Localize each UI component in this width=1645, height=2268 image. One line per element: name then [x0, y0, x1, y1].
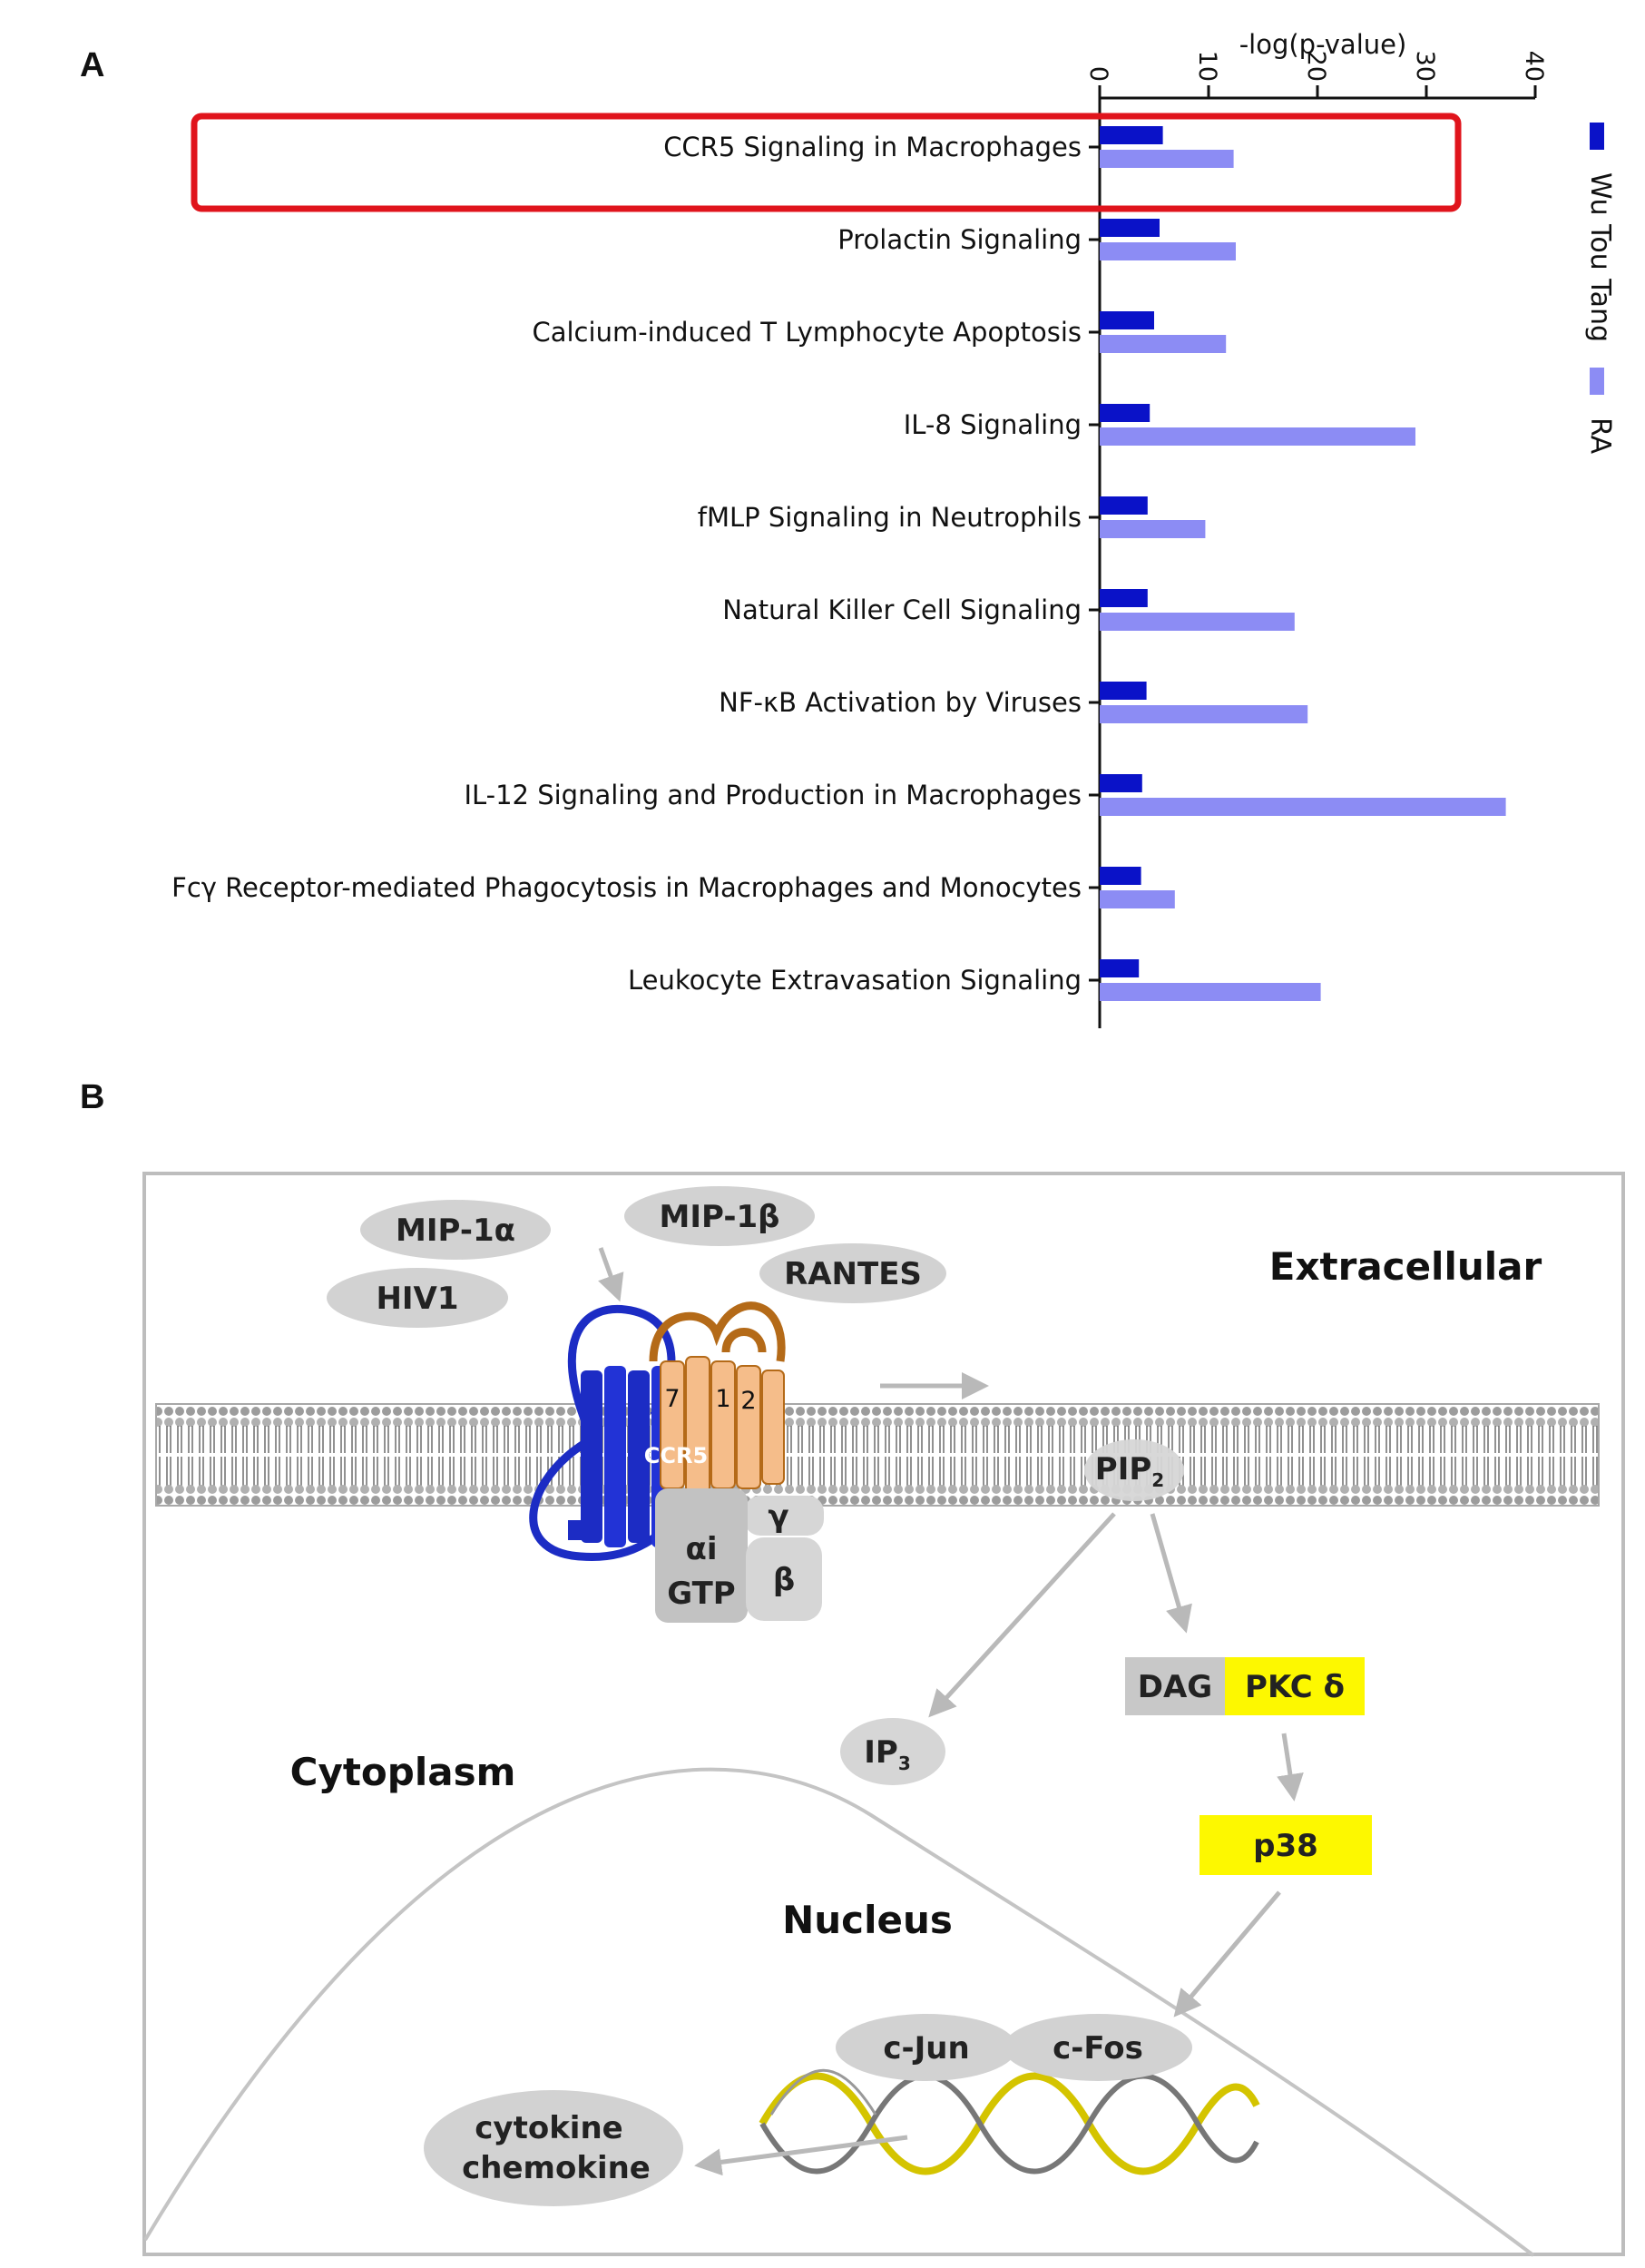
cytoplasm-label: Cytoplasm: [290, 1750, 516, 1794]
bar-ra: [1100, 335, 1227, 353]
nucleus-label: Nucleus: [782, 1898, 953, 1942]
pkc-delta-label: PKC δ: [1245, 1669, 1345, 1705]
x-tick-label: 0: [1084, 66, 1112, 82]
bar-wu-tou-tang: [1100, 682, 1147, 700]
category-label: NF-κB Activation by Viruses: [719, 687, 1082, 718]
legend-swatch: [1590, 368, 1604, 395]
pkc-to-p38-arrow: [1277, 1733, 1304, 1802]
bar-wu-tou-tang: [1100, 589, 1148, 607]
legend-label: RA: [1584, 417, 1616, 455]
x-axis-ticks: 0 10 20 30 40: [1084, 51, 1548, 98]
alpha-i-subunit: αi: [685, 1531, 717, 1567]
ligand-binding-arrow: [598, 1247, 624, 1302]
gtp-label: GTP: [667, 1576, 735, 1612]
gamma-subunit: γ: [768, 1498, 788, 1535]
pip2: PIP2: [1084, 1439, 1184, 1501]
bar-wu-tou-tang: [1100, 867, 1141, 885]
x-tick-label: 30: [1411, 51, 1439, 82]
p38: p38: [1199, 1815, 1372, 1875]
category-label: fMLP Signaling in Neutrophils: [698, 502, 1082, 533]
bar-wu-tou-tang: [1100, 404, 1151, 422]
bars: [1100, 126, 1506, 1001]
category-label: Fcγ Receptor-mediated Phagocytosis in Ma…: [171, 872, 1082, 903]
bar-wu-tou-tang: [1100, 959, 1140, 977]
dag-pkc-complex: DAG PKC δ: [1125, 1657, 1365, 1715]
legend-swatch: [1590, 123, 1604, 150]
svg-text:2: 2: [740, 1387, 756, 1415]
x-axis-title: -log(p-value): [1239, 29, 1407, 60]
bar-ra: [1100, 520, 1206, 538]
beta-subunit: β: [773, 1562, 795, 1598]
bar-ra: [1100, 983, 1321, 1001]
legend-label: Wu Tou Tang: [1584, 172, 1616, 342]
svg-text:7: 7: [664, 1385, 680, 1413]
category-label: Prolactin Signaling: [837, 224, 1082, 255]
svg-text:c-Jun: c-Jun: [883, 2030, 969, 2067]
bar-chart: -log(p-value) 0 10 20 30 40 CCR5 Signaling i…: [171, 29, 1616, 1028]
svg-text:cytokine: cytokine: [475, 2110, 622, 2146]
bar-ra: [1100, 890, 1175, 908]
ccr5-receptor: 7 1 2 CCR5: [529, 1301, 786, 1562]
category-label: Calcium-induced T Lymphocyte Apoptosis: [532, 317, 1082, 348]
hiv1-ligand: HIV1: [327, 1268, 508, 1328]
bar-ra: [1100, 613, 1295, 631]
svg-text:RANTES: RANTES: [784, 1256, 922, 1292]
extracellular-label: Extracellular: [1269, 1244, 1542, 1289]
dna-helix: [759, 2068, 1260, 2175]
bar-wu-tou-tang: [1100, 126, 1163, 144]
x-tick-label: 10: [1193, 51, 1221, 82]
svg-text:chemokine: chemokine: [462, 2150, 651, 2186]
bar-ra: [1100, 798, 1506, 816]
pip2-to-dag-arrow: [1150, 1513, 1192, 1634]
svg-text:1: 1: [715, 1385, 730, 1413]
category-label: IL-8 Signaling: [904, 409, 1082, 440]
svg-text:PIP2: PIP2: [1095, 1451, 1164, 1491]
category-label: CCR5 Signaling in Macrophages: [663, 132, 1082, 162]
pathway-diagram: Extracellular Cytoplasm Nucleus MIP-1α M…: [142, 1172, 1625, 2257]
cytokine-chemokine: cytokine chemokine: [424, 2090, 683, 2206]
cell-boundary: [142, 1172, 1625, 2256]
panel-b-label: B: [80, 1078, 104, 1116]
ip3: IP3: [840, 1718, 945, 1785]
category-label: IL-12 Signaling and Production in Macrop…: [464, 780, 1082, 810]
bar-wu-tou-tang: [1100, 311, 1154, 329]
cell-membrane: [156, 1404, 1599, 1506]
svg-text:c-Fos: c-Fos: [1053, 2030, 1143, 2067]
p38-label: p38: [1253, 1828, 1318, 1864]
svg-text:HIV1: HIV1: [376, 1281, 458, 1317]
bar-wu-tou-tang: [1100, 774, 1142, 792]
x-tick-label: 20: [1302, 51, 1330, 82]
bar-ra: [1100, 242, 1236, 260]
nuclear-envelope: [143, 1767, 1535, 2257]
mip1a-ligand: MIP-1α: [360, 1200, 551, 1260]
dag-label: DAG: [1138, 1669, 1212, 1705]
highlight-box: [191, 113, 1462, 212]
g-protein: γ αi GTP β: [655, 1488, 824, 1623]
svg-text:IP3: IP3: [864, 1734, 911, 1774]
c-fos: c-Fos: [1004, 2014, 1192, 2081]
svg-text:MIP-1β: MIP-1β: [660, 1199, 780, 1235]
category-label: Natural Killer Cell Signaling: [722, 594, 1082, 625]
rantes-ligand: RANTES: [759, 1243, 946, 1303]
panel-a-label: A: [80, 46, 104, 84]
pip2-to-ip3-arrow: [928, 1512, 1116, 1718]
p38-to-cfos-arrow: [1173, 1890, 1281, 2018]
output-arrow: [694, 2135, 908, 2176]
ccr5-label: CCR5: [644, 1443, 708, 1468]
svg-text:MIP-1α: MIP-1α: [396, 1213, 515, 1249]
bar-ra: [1100, 427, 1415, 446]
bar-wu-tou-tang: [1100, 219, 1160, 237]
c-jun: c-Jun: [836, 2014, 1017, 2081]
bar-ra: [1100, 705, 1308, 723]
mip1b-ligand: MIP-1β: [624, 1186, 815, 1246]
category-label: Leukocyte Extravasation Signaling: [628, 965, 1082, 996]
bar-wu-tou-tang: [1100, 496, 1148, 515]
bar-ra: [1100, 150, 1234, 168]
x-tick-label: 40: [1520, 51, 1548, 82]
